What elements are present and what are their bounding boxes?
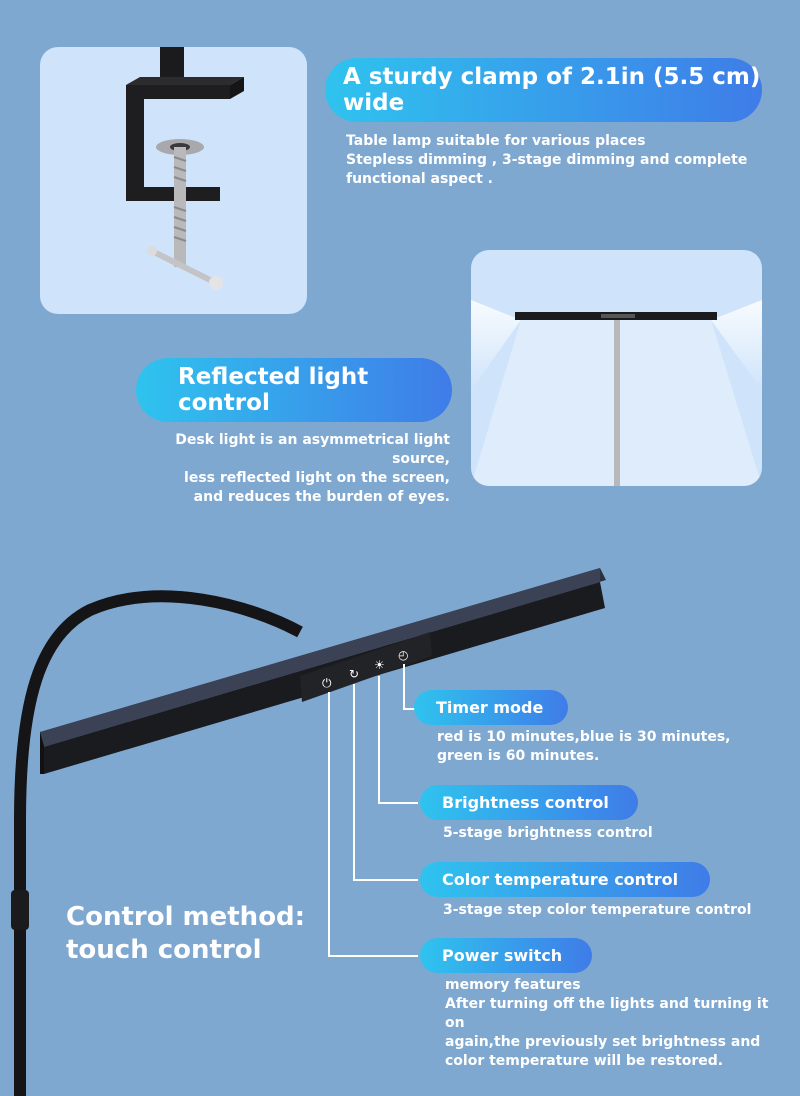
power-icon[interactable]: ⏻: [322, 676, 332, 690]
power-switch-line: color temperature will be restored.: [445, 1053, 724, 1069]
power-switch-title: Power switch: [442, 946, 563, 965]
brightness-line: 5-stage brightness control: [443, 825, 653, 841]
reflected-line: and reduces the burden of eyes.: [193, 489, 450, 505]
timer-connector: [403, 664, 416, 710]
clamp-description: Table lamp suitable for various places S…: [346, 132, 766, 189]
brightness-connector: [378, 676, 418, 804]
timer-icon[interactable]: ◴: [398, 648, 409, 662]
color-temp-title: Color temperature control: [442, 870, 679, 889]
clamp-line: Stepless dimming , 3-stage dimming and c…: [346, 152, 748, 168]
color-temp-description: 3-stage step color temperature control: [443, 901, 783, 920]
power-switch-line: memory features: [445, 977, 581, 993]
lamp-illustration: [11, 568, 606, 1096]
power-switch-line: again,the previously set brightness and: [445, 1034, 761, 1050]
reflected-line: less reflected light on the screen,: [184, 470, 450, 486]
timer-mode-title: Timer mode: [436, 698, 544, 717]
reflected-line: Desk light is an asymmetrical light sour…: [175, 432, 450, 467]
clamp-line: functional aspect .: [346, 171, 493, 187]
brightness-title: Brightness control: [442, 793, 609, 812]
brightness-description: 5-stage brightness control: [443, 824, 773, 843]
color-temp-pill: Color temperature control: [420, 862, 710, 897]
timer-mode-line: green is 60 minutes.: [437, 748, 600, 764]
clamp-illustration: [126, 47, 244, 290]
brightness-icon[interactable]: ☀: [374, 658, 385, 672]
clamp-line: Table lamp suitable for various places: [346, 133, 646, 149]
power-switch-line: After turning off the lights and turning…: [445, 996, 769, 1031]
control-method-line2: touch control: [66, 935, 262, 965]
power-connector: [328, 692, 418, 957]
power-switch-pill: Power switch: [420, 938, 592, 973]
color-cycle-icon[interactable]: ↻: [349, 667, 360, 681]
reflected-light-image: [471, 250, 762, 486]
clamp-heading-pill: A sturdy clamp of 2.1in (5.5 cm) wide: [325, 58, 762, 122]
color-temp-line: 3-stage step color temperature control: [443, 902, 752, 918]
color-temp-connector: [353, 684, 418, 881]
clamp-heading: A sturdy clamp of 2.1in (5.5 cm) wide: [343, 64, 761, 116]
control-method-title: Control method: touch control: [66, 901, 305, 967]
timer-mode-description: red is 10 minutes,blue is 30 minutes, gr…: [437, 728, 777, 766]
timer-mode-pill: Timer mode: [414, 690, 568, 725]
clamp-image: [40, 47, 307, 314]
power-switch-description: memory features After turning off the li…: [445, 976, 785, 1071]
reflected-heading: Reflected light control: [178, 364, 369, 416]
lamp-light-illustration: [471, 300, 762, 486]
reflected-description: Desk light is an asymmetrical light sour…: [120, 431, 450, 507]
timer-mode-line: red is 10 minutes,blue is 30 minutes,: [437, 729, 731, 745]
reflected-heading-pill: Reflected light control: [136, 358, 452, 422]
control-method-line1: Control method:: [66, 902, 306, 932]
brightness-pill: Brightness control: [420, 785, 638, 820]
